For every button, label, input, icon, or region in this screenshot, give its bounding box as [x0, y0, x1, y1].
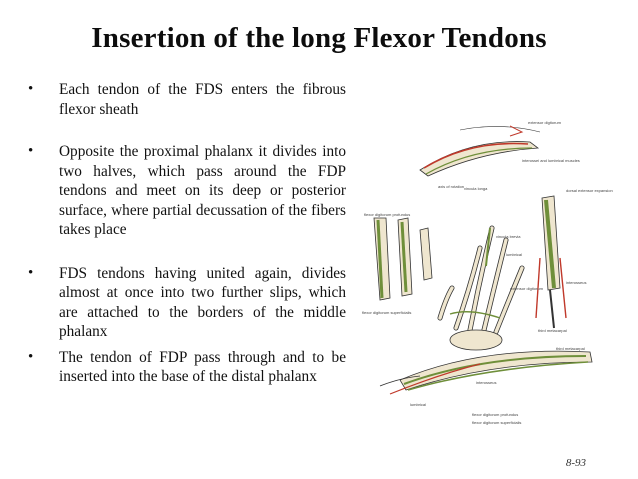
figure-label: flexor digitorum superficialis: [362, 310, 411, 315]
figure-label: interosseus: [566, 280, 586, 285]
figure-label: third metacarpal: [556, 346, 585, 351]
bullet-item: • FDS tendons having united again, divid…: [28, 264, 346, 342]
figure-label: vincula longa: [464, 186, 488, 191]
slide-title: Insertion of the long Flexor Tendons: [91, 22, 547, 54]
figure-label: extensor digitorum: [510, 286, 544, 291]
figure-label: extensor digitorum: [528, 120, 562, 125]
bullet-item: • The tendon of FDP pass through and to …: [28, 348, 346, 387]
hand-skeleton-diagram: vincula longa vincula brevia lumbrical: [437, 186, 525, 351]
isolated-fingers-diagram: flexor digitorum profundus flexor digito…: [362, 212, 433, 315]
dorsal-finger-diagram: dorsal extensor expansion interosseus ex…: [510, 188, 613, 333]
bullet-text: FDS tendons having united again, divides…: [59, 264, 346, 341]
figure-label: flexor digitorum profundus: [364, 212, 410, 217]
figure-label: dorsal extensor expansion: [566, 188, 613, 193]
bullet-text: The tendon of FDP pass through and to be…: [59, 348, 346, 386]
bullet-dot-icon: •: [28, 143, 34, 159]
bullet-dot-icon: •: [28, 264, 34, 281]
figure-label: flexor digitorum superficialis: [472, 420, 521, 425]
figure-label: flexor digitorum profundus: [472, 412, 518, 417]
bottom-finger-diagram: lumbrical interosseus third metacarpal f…: [379, 346, 593, 425]
bullet-item: • Each tendon of the FDS enters the fibr…: [28, 80, 346, 119]
figure-label: vincula brevia: [496, 234, 521, 239]
bullet-text: Each tendon of the FDS enters the fibrou…: [59, 81, 346, 118]
bullet-dot-icon: •: [28, 348, 34, 365]
top-finger-diagram: extensor digitorum axis of rotation inte…: [419, 120, 580, 189]
figure-label: axis of rotation: [438, 184, 464, 189]
anatomy-illustration: extensor digitorum axis of rotation inte…: [362, 120, 613, 425]
bullet-item: • Opposite the proximal phalanx it divid…: [28, 142, 346, 240]
slide-number: 8-93: [565, 457, 586, 469]
figure-label: lumbrical: [506, 252, 522, 257]
bullet-list: • Each tendon of the FDS enters the fibr…: [28, 80, 346, 387]
figure-label: interossei and lumbrical muscles: [522, 158, 580, 163]
figure-label: third metacarpal: [538, 328, 567, 333]
figure-label: interosseus: [476, 380, 496, 385]
bullet-dot-icon: •: [28, 81, 34, 97]
bullet-text: Opposite the proximal phalanx it divides…: [59, 143, 346, 238]
figure-label: lumbrical: [410, 402, 426, 407]
